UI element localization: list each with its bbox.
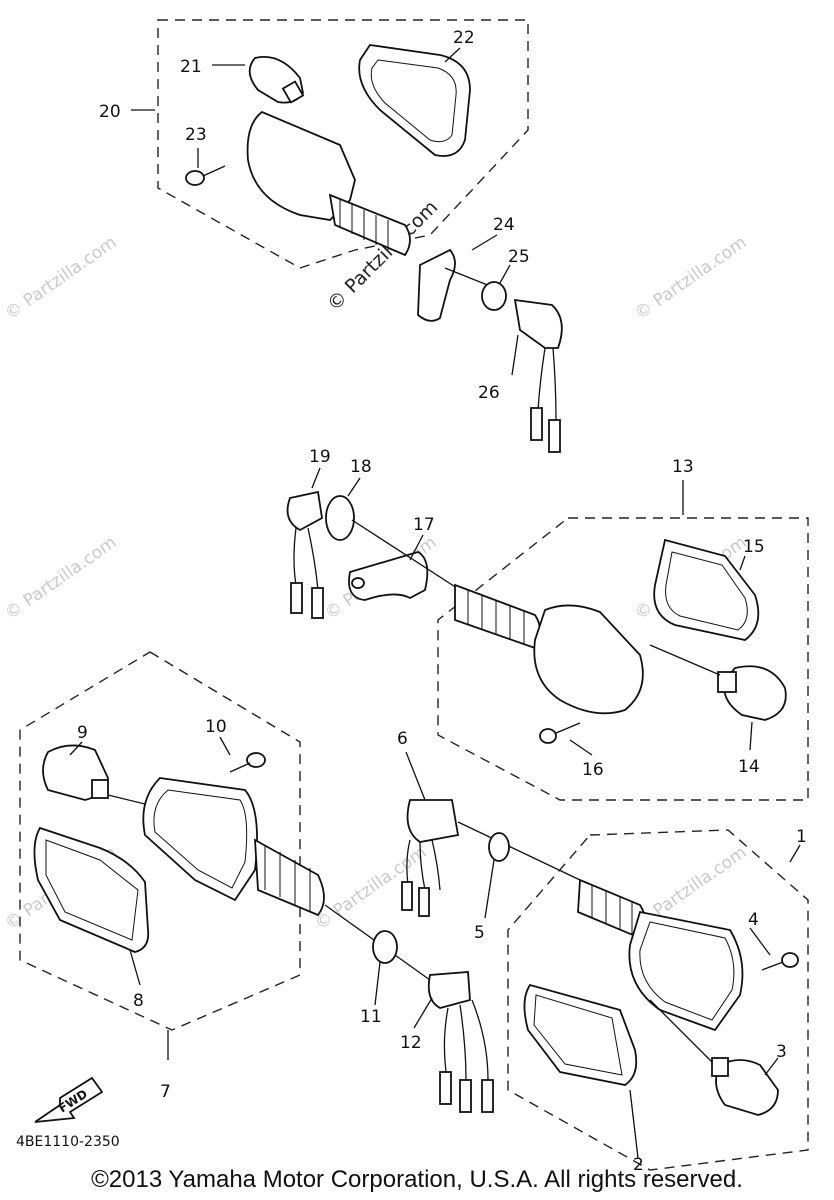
fwd-arrow-icon: FWD [34, 1076, 104, 1123]
callout: 11 [360, 1007, 382, 1027]
socket-19 [286, 490, 324, 619]
callout: 21 [180, 57, 202, 77]
callout: 18 [350, 457, 372, 477]
screw-4 [761, 952, 799, 971]
watermark: © Partzilla.com [1, 232, 120, 324]
socket-12 [427, 971, 494, 1113]
copyright-text: ©2013 Yamaha Motor Corporation, U.S.A. A… [91, 1166, 743, 1193]
callout: 20 [99, 102, 121, 122]
callout: 19 [309, 447, 331, 467]
watermark: © Partzilla.com [1, 532, 120, 624]
callout: 26 [478, 383, 500, 403]
callout: 7 [160, 1082, 171, 1102]
grommet-5 [488, 832, 510, 862]
housing-7 [142, 777, 325, 917]
bulb-21 [248, 56, 305, 104]
grommet-25 [481, 281, 507, 311]
socket-6 [401, 799, 460, 917]
lens-15 [653, 538, 760, 641]
callout: 17 [413, 515, 435, 535]
callout: 6 [397, 729, 408, 749]
callout: 16 [582, 760, 604, 780]
screw-16 [539, 722, 581, 744]
callout: 1 [796, 827, 807, 847]
callout: 10 [205, 717, 227, 737]
callout: 24 [493, 215, 515, 235]
housing-1 [577, 878, 744, 1032]
assembly-1-outline [507, 829, 809, 1171]
bulb-14 [649, 644, 787, 721]
part-code: 4BE1110-2350 [16, 1134, 120, 1150]
housing-13 [454, 583, 644, 715]
assembly-13-outline [437, 517, 809, 801]
callout: 14 [738, 757, 760, 777]
grommet-18 [325, 495, 355, 541]
callout: 25 [508, 247, 530, 267]
bulb-9 [42, 744, 191, 816]
watermark: © Partzilla.com [631, 232, 750, 324]
callout: 12 [400, 1033, 422, 1053]
callout: 13 [672, 457, 694, 477]
callout: 22 [453, 28, 475, 48]
assembly-7-outline [19, 651, 301, 1031]
callout: 2 [633, 1155, 644, 1175]
bulb-3 [649, 999, 779, 1116]
housing-20 [246, 110, 411, 257]
callout: 9 [77, 723, 88, 743]
lens-22 [358, 44, 471, 157]
callout: 3 [776, 1042, 787, 1062]
callout: 8 [133, 991, 144, 1011]
screw-10 [229, 752, 266, 773]
bracket-17 [348, 551, 429, 601]
callout: 5 [474, 923, 485, 943]
lens-2 [523, 983, 638, 1086]
callout: 23 [185, 125, 207, 145]
grommet-11 [372, 930, 398, 964]
callout: 4 [748, 910, 759, 930]
screw-23 [185, 165, 226, 186]
lens-8 [33, 826, 150, 953]
assembly-20-outline [157, 19, 529, 269]
callout: 15 [743, 537, 765, 557]
socket-26 [513, 298, 563, 453]
